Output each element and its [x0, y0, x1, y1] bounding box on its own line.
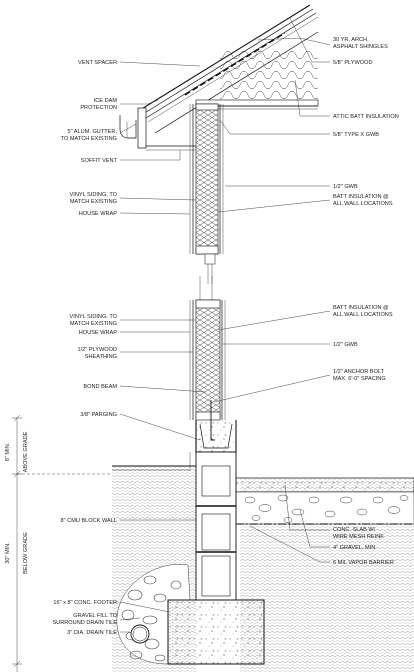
drain-tile-label: 3" DIA. DRAIN TILE	[67, 630, 117, 636]
shingles-label-1: 30 YR. ARCH.	[333, 37, 369, 43]
dimension-lines	[12, 414, 112, 672]
gravel-fill-label-1: GRAVEL FILL TO	[73, 613, 117, 619]
vapor-barrier-label: 6 MIL VAPOR BARRIER	[333, 560, 394, 566]
gravel-min-label: 4" GRAVEL, MIN.	[333, 545, 377, 551]
vinyl-siding-top-label-2: MATCH EXISTING	[70, 199, 117, 205]
gravel-fill-label-2: SURROUND DRAIN TILE	[52, 620, 117, 626]
upper-wall	[189, 103, 224, 284]
vinyl-siding-top-label-1: VINYL SIDING. TO	[70, 192, 118, 198]
vinyl-siding-bot-label-1: VINYL SIDING. TO	[70, 314, 118, 320]
cmu-wall-label: 8" CMU BLOCK WALL	[61, 518, 118, 524]
leader-lines	[119, 17, 331, 633]
batt-top-label-1: BATT INSULATION @	[333, 194, 389, 200]
below-grade-label: BELOW GRADE	[23, 532, 29, 574]
house-wrap-top-label: HOUSE WRAP	[79, 211, 117, 217]
above-grade-value: 8" MIN.	[5, 442, 11, 461]
ice-dam-label-1: ICE DAM	[94, 98, 118, 104]
slab-label-1: CONC. SLAB W/	[333, 527, 376, 533]
house-wrap-bot-label: HOUSE WRAP	[79, 330, 117, 336]
roof-plywood-label: 5/8" PLYWOOD	[333, 60, 373, 66]
plywood-sheathing-label-1: 1/2" PLYWOOD	[78, 347, 118, 353]
plywood-sheathing-label-2: SHEATHING	[85, 354, 117, 360]
anchor-bolt-label-1: 1/2" ANCHOR BOLT	[333, 369, 385, 375]
gutter-label-2: TO MATCH EXISTING	[61, 136, 117, 142]
above-grade-label: ABOVE GRADE	[23, 431, 29, 472]
gutter-label-1: 5" ALUM. GUTTER,	[67, 129, 117, 135]
attic-insulation-label: ATTIC BATT INSULATION	[333, 114, 399, 120]
batt-bot-label-2: ALL WALL LOCATIONS	[333, 312, 393, 318]
lower-wall	[189, 276, 226, 441]
batt-top-label-2: ALL WALL LOCATIONS	[333, 201, 393, 207]
slab-label-2: WIRE MESH REINF.	[333, 534, 385, 540]
vinyl-siding-bot-label-2: MATCH EXISTING	[70, 321, 117, 327]
bond-beam-label: BOND BEAM	[83, 384, 117, 390]
foundation	[112, 420, 414, 672]
vent-spacer-label: VENT SPACER	[78, 60, 117, 66]
gwb-top-label: 1/2" GWB	[333, 184, 358, 190]
roof-assembly	[119, 4, 319, 151]
gwb-bot-label: 1/2" GWB	[333, 342, 358, 348]
batt-bot-label-1: BATT INSULATION @	[333, 305, 389, 311]
type-x-gwb-label: 5/8" TYPE X GWB	[333, 132, 379, 138]
below-grade-value: 30" MIN.	[5, 542, 11, 564]
soffit-vent-label: SOFFIT VENT	[81, 158, 118, 164]
parging-label: 3/8" PARGING	[80, 412, 117, 418]
ice-dam-label-2: PROTECTION	[80, 105, 117, 111]
anchor-bolt-label-2: MAX. 6'-0" SPACING	[333, 376, 386, 382]
footer-label: 16" x 8" CONC. FOOTER	[53, 600, 117, 606]
shingles-label-2: ASPHALT SHINGLES	[333, 44, 388, 50]
